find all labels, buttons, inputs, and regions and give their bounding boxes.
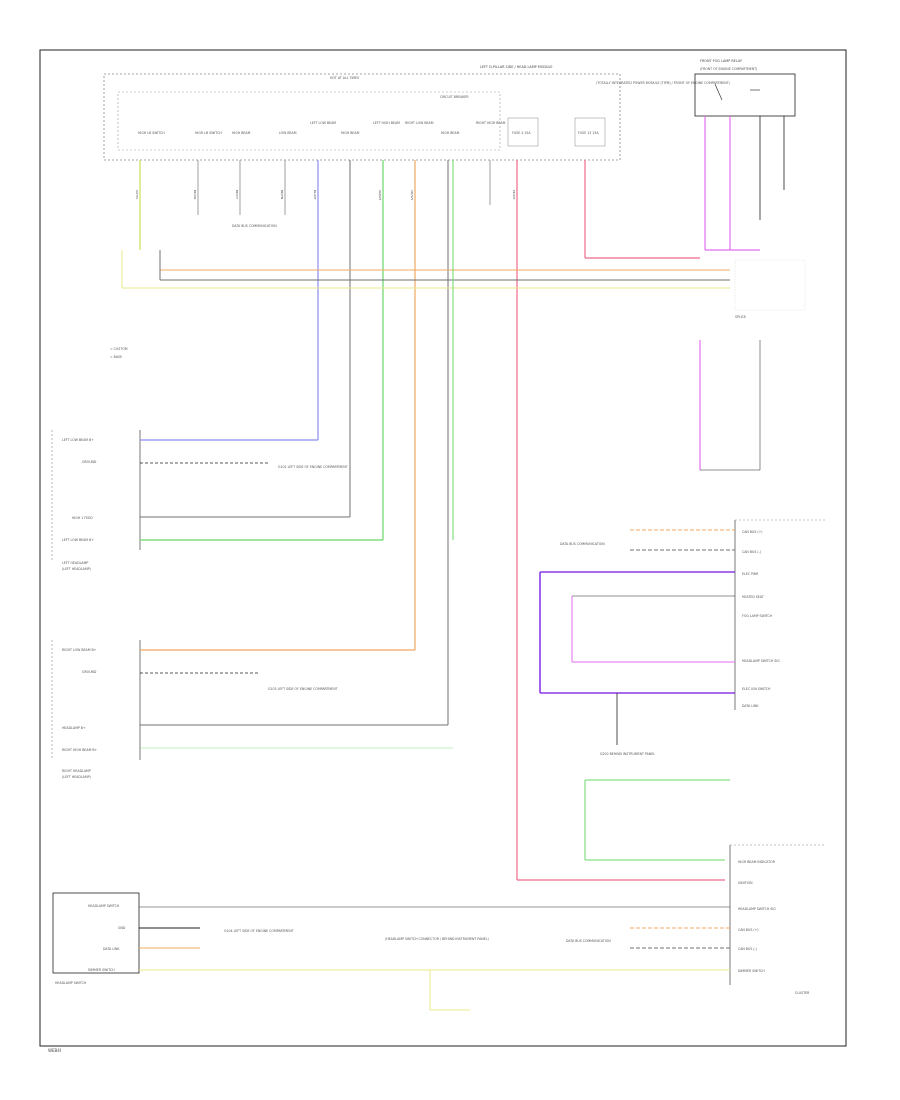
tipm-pin-label: LEFT LOW BEAM: [310, 121, 336, 125]
ecu-module: CAN BUS (+) CAN BUS (-) ELEC PWR HEATED …: [539, 519, 825, 756]
cluster-module: HIGH BEAM INDICATOR IGNITION HEADLAMP SW…: [729, 844, 825, 995]
tipm-pin-label: HIGH LB SWITCH: [138, 131, 165, 135]
rhl-row: RIGHT LOW BEAM B+: [62, 648, 97, 652]
tipm-subtitle: CIRCUIT BREAKER: [440, 95, 469, 99]
page-code: WEB4I: [48, 1048, 61, 1053]
cluster-row: DIMMER SWITCH: [738, 969, 765, 973]
tipm-pin-label: RIGHT LOW BEAM: [405, 121, 434, 125]
right-splice: SPLICE: [699, 259, 806, 471]
lhl-subtitle: (LEFT HEADLAMP): [62, 567, 91, 571]
tipm-pin-labels: HIGH LB SWITCH HIGH LB SWITCH HIGH BEAM …: [138, 121, 599, 135]
ecu-row: DATA LINK: [742, 704, 759, 708]
cluster-row: HIGH BEAM INDICATOR: [738, 860, 776, 864]
wire-code: BK/TN: [280, 190, 284, 199]
wire-code: OR/WT: [410, 190, 414, 200]
high-beam-indicator-wire: [584, 779, 730, 861]
rhl-title: RIGHT HEADLAMP: [62, 769, 91, 773]
hls-title: HEADLAMP SWITCH: [55, 981, 87, 985]
wire-code: GN/WT: [378, 190, 382, 201]
ecu-row: HEADLAMP SWITCH SIG: [742, 659, 780, 663]
lhl-row: LEFT LOW BEAM B+: [62, 538, 94, 542]
relay-subtitle: (FRONT OF ENGINE COMPARTMENT): [700, 67, 757, 71]
tipm-wires: [121, 160, 730, 881]
tipm-pin-label: HIGH BEAM: [441, 131, 460, 135]
cluster-row: HEADLAMP SWITCH SIG: [738, 907, 776, 911]
ground-label: G102 LEFT SIDE OF ENGINE COMPARTMENT: [278, 465, 348, 469]
cluster-title: CLUSTER: [795, 991, 810, 995]
tipm-fuse-pin: FUSE 13 15A: [578, 131, 599, 135]
wire-code: PK/WT: [512, 190, 516, 200]
ecu-row: CAN BUS (+): [742, 530, 763, 534]
tipm-pin-label: RIGHT HIGH BEAM: [476, 121, 506, 125]
tipm-pin-label: HIGH BEAM: [341, 131, 360, 135]
hls-row: DIMMER SWITCH: [88, 968, 115, 972]
tipm-module: LEFT D-PILLAR SIDE / HEAD LAMP MODULE HO…: [103, 65, 730, 161]
lhl-row: HIGH 1 FEED: [72, 516, 93, 520]
tipm-note: (TOTALLY INTEGRATED POWER MODULE (TIPM) …: [596, 81, 730, 85]
tipm-fuse-label: HOT AT ALL TIMES: [330, 76, 359, 80]
lhl-title: LEFT HEADLAMP: [62, 561, 88, 565]
ecu-row: ELEC PWR: [742, 572, 759, 576]
hls-row: GND: [118, 926, 126, 930]
rhl-subtitle: (LEFT HEADLAMP): [62, 775, 91, 779]
connector-note: (HEADLAMP SWITCH CONNECTOR / BEHIND INST…: [385, 937, 489, 941]
lhl-row: GROUND: [82, 460, 97, 464]
cluster-row: CAN BUS (+): [738, 928, 759, 932]
wire-code: BL/WT: [313, 190, 317, 200]
ecu-row: ELEC IGN SWITCH: [742, 687, 771, 691]
hls-row: DATA LINK: [103, 947, 120, 951]
tipm-title: LEFT D-PILLAR SIDE / HEAD LAMP MODULE: [480, 65, 553, 69]
ground-label: G200 BEHIND INSTRUMENT PANEL: [600, 752, 655, 756]
headlamp-switch: HEADLAMP SWITCH GND DATA LINK DIMMER SWI…: [52, 892, 730, 1011]
right-headlamp: RIGHT LOW BEAM B+ GROUND HEADLAMP B+ RIG…: [51, 640, 453, 779]
lhl-row: LEFT LOW BEAM B+: [62, 438, 94, 442]
tipm-pin-label: HIGH BEAM: [232, 131, 251, 135]
data-bus-label: DATA BUS COMMUNICATION: [560, 542, 605, 546]
relay-title: FRONT FOG LAMP RELAY: [700, 59, 743, 63]
wire-code: WT/YL: [135, 190, 139, 200]
top-wire-codes: WT/YL BK/OR BK/VT BK/TN BL/WT GN/WT OR/W…: [135, 190, 516, 201]
ecu-row: CAN BUS (-): [742, 550, 761, 554]
rhl-row: HEADLAMP B+: [62, 726, 86, 730]
wire-code: BK/VT: [235, 190, 239, 199]
legend-item: = BASE: [110, 355, 122, 359]
ecu-row: FOG LAMP SWITCH: [742, 614, 773, 618]
rhl-row: RIGHT HIGH BEAM B+: [62, 748, 98, 752]
legend-item: = CUSTOM: [110, 347, 128, 351]
tipm-pin-label: HIGH LB SWITCH: [195, 131, 222, 135]
splice-label: SPLICE: [735, 315, 746, 319]
data-bus-label: DATA BUS COMMUNICATION: [232, 224, 277, 228]
rhl-row: GROUND: [82, 670, 97, 674]
hls-row: HEADLAMP SWITCH: [88, 904, 120, 908]
ground-label: G103 LEFT SIDE OF ENGINE COMPARTMENT: [268, 687, 338, 691]
cluster-row: IGNITION: [738, 881, 753, 885]
diagram-frame: [39, 49, 847, 1047]
ground-label: G104 LEFT SIDE OF ENGINE COMPARTMENT: [224, 929, 294, 933]
tipm-pin-label: LOW BEAM: [279, 131, 297, 135]
data-bus-label: DATA BUS COMMUNICATION: [566, 939, 611, 943]
tipm-fuse-pin: FUSE 4 15A: [512, 131, 531, 135]
left-headlamp: LEFT LOW BEAM B+ GROUND HIGH 1 FEED LEFT…: [51, 430, 383, 571]
ecu-row: HEATED SEAT: [742, 595, 764, 599]
tipm-pin-label: LEFT HIGH BEAM: [373, 121, 400, 125]
legend: = CUSTOM = BASE: [110, 347, 128, 359]
wire-code: BK/OR: [193, 190, 197, 199]
fog-relay: FRONT FOG LAMP RELAY (FRONT OF ENGINE CO…: [694, 59, 796, 251]
cluster-row: CAN BUS (-): [738, 947, 757, 951]
